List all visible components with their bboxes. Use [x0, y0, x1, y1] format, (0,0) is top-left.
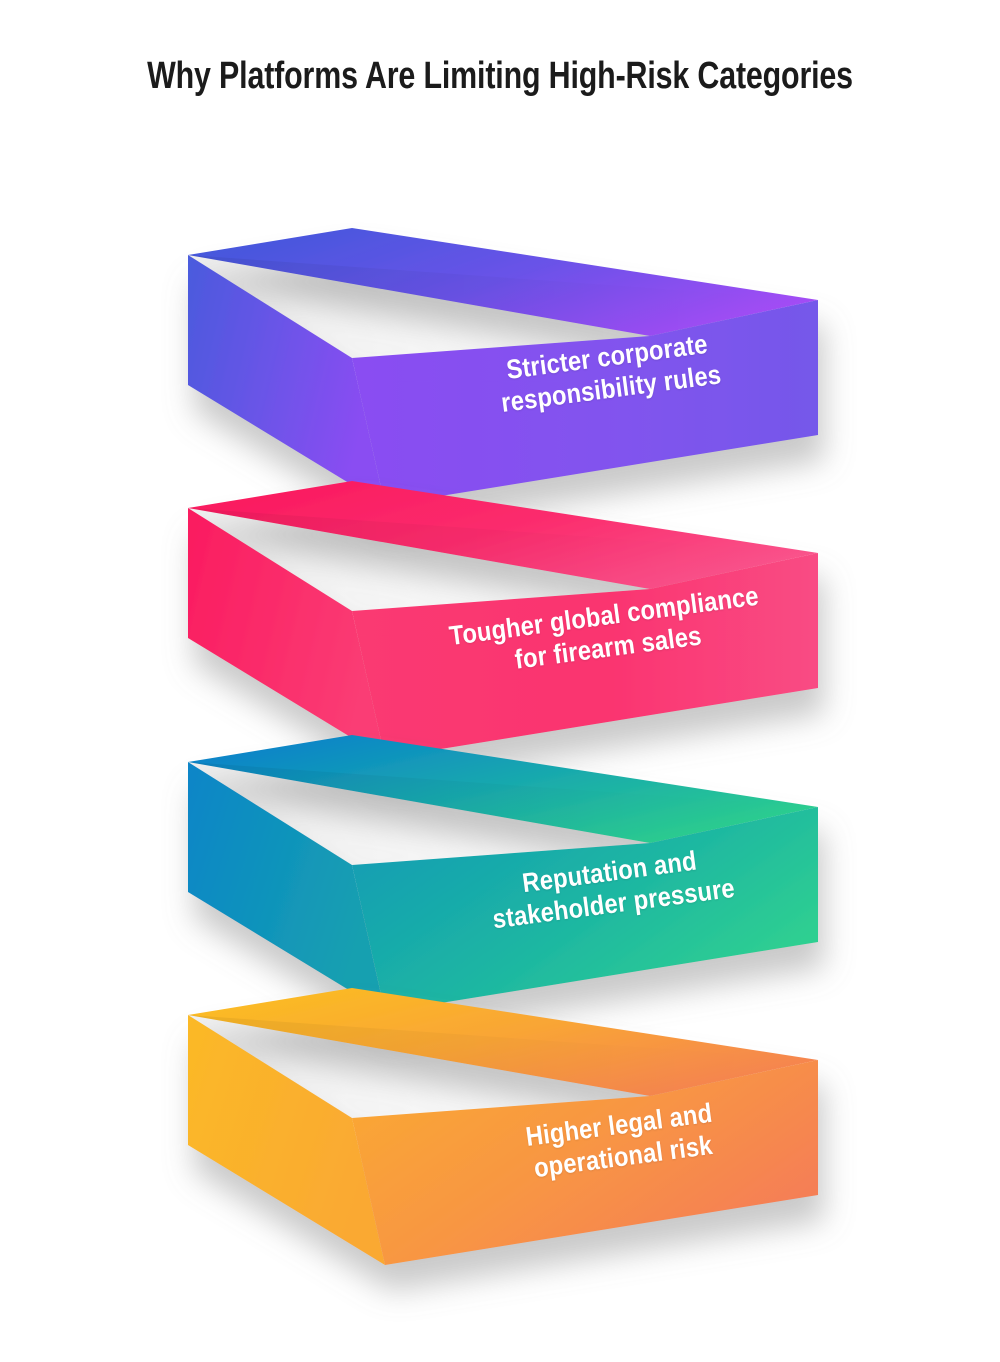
layer-4-shape: [188, 988, 818, 1265]
layer-2-top-seam: [188, 508, 818, 611]
layer-block-3[interactable]: Reputation and stakeholder pressure: [0, 729, 1000, 1059]
page-title: Why Platforms Are Limiting High-Risk Cat…: [147, 55, 853, 97]
layer-2-shape: [188, 481, 818, 758]
layer-1-top-seam: [188, 255, 818, 358]
layer-1-shape: [188, 228, 818, 505]
layer-3-top-seam: [188, 762, 818, 865]
layer-block-1[interactable]: Stricter corporate responsibility rules: [0, 222, 1000, 552]
layer-block-4[interactable]: Higher legal and operational risk: [0, 982, 1000, 1312]
layer-4-top-seam: [188, 1015, 818, 1118]
layer-3-shape: [188, 735, 818, 1012]
layer-block-2[interactable]: Tougher global compliance for firearm sa…: [0, 475, 1000, 805]
